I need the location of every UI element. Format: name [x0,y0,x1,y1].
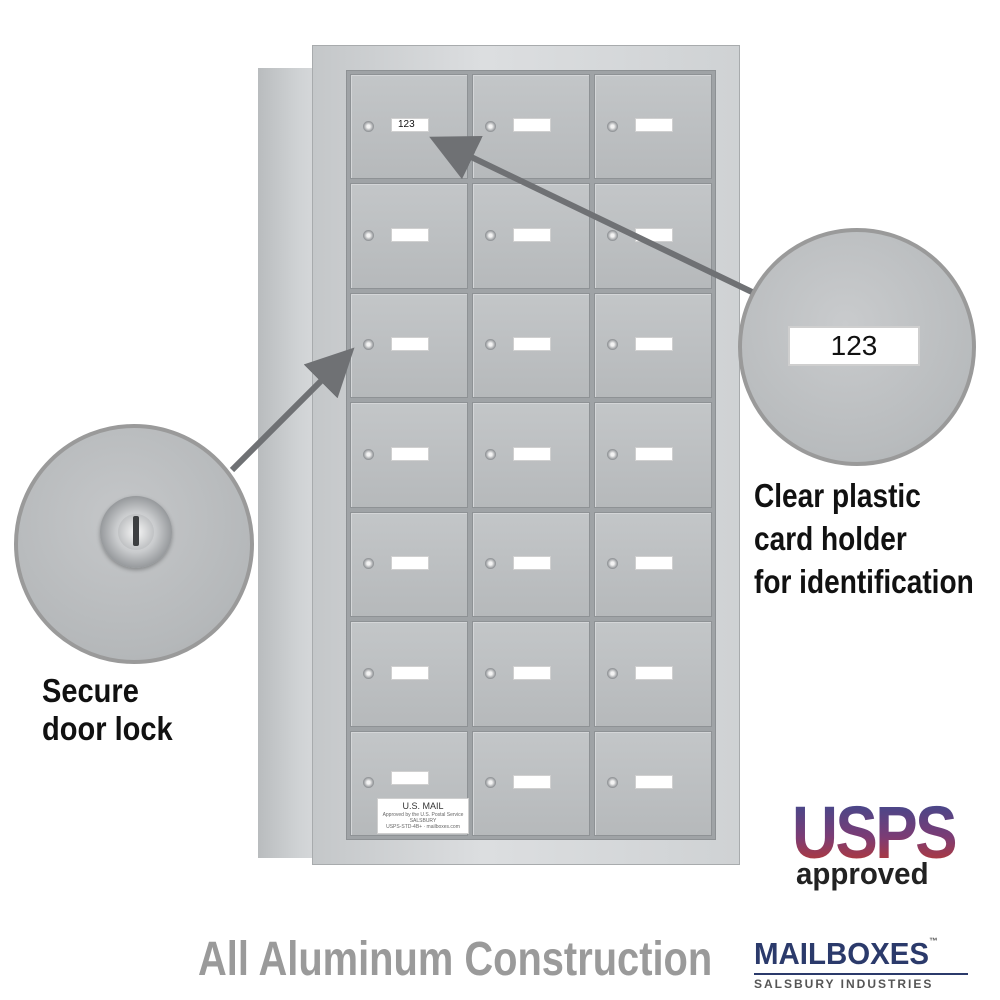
door-lock-icon [607,339,618,351]
door-card-holder [391,337,429,352]
mailbox-door [472,730,590,836]
lock-detail-circle [14,424,254,664]
id-card-holder-large: 123 [788,326,920,366]
door-lock-icon [363,558,374,570]
arrow-to-card [429,135,754,295]
lock-label-line: Secure [42,672,139,709]
brand-rule [754,973,968,975]
card-holder-detail-circle: 123 [738,228,976,466]
door-lock-icon [485,448,496,460]
door-lock-icon [363,448,374,460]
mailboxes-brand-logo: MAILBOXES™ SALSBURY INDUSTRIES [754,936,984,991]
door-lock-icon [485,339,496,351]
plate-title: U.S. MAIL [402,800,444,811]
card-label-line: card holder [754,520,907,557]
door-lock-icon [485,777,496,789]
mailbox-door [350,402,468,508]
mailbox-door [594,74,712,180]
door-card-holder [391,556,429,571]
plate-fine-print: USPS-STD-4B+ · mailboxes.com [386,823,460,830]
door-lock-icon [607,229,618,241]
door-lock-icon [485,558,496,570]
card-label-line: Clear plastic [754,477,921,514]
door-lock-icon [363,667,374,679]
door-lock-icon [363,229,374,241]
door-card-holder [513,118,551,133]
door-card-holder [513,665,551,680]
door-card-holder [635,118,673,133]
door-lock-icon [363,120,374,132]
door-lock-icon [485,229,496,241]
mailbox-door [350,292,468,399]
mailbox-door [472,621,590,727]
door-card-holder [513,227,551,242]
door-lock-icon [607,667,618,679]
mailbox-door [472,183,590,289]
door-card-holder [635,665,673,680]
mailbox-door [594,511,712,618]
mailbox-door [594,730,712,836]
lock-label-line: door lock [42,710,173,747]
door-card-holder [513,556,551,571]
door-card-holder [513,775,551,789]
mailbox-door [472,292,590,399]
door-card-holder [635,775,673,789]
plate-fine-print: Approved by the U.S. Postal Service [382,811,464,818]
lock-callout-label: Secure door lock [42,672,173,748]
door-card-holder: 123 [391,118,429,133]
plate-fine-print: SALSBURY [409,817,437,824]
door-card-holder [635,337,673,352]
door-lock-icon [363,777,374,789]
door-card-holder [513,337,551,352]
door-lock-icon [485,120,496,132]
card-callout-label: Clear plastic card holder for identifica… [754,474,974,603]
door-lock-icon [607,120,618,132]
door-lock-icon [485,667,496,679]
brand-subtitle: SALSBURY INDUSTRIES [754,977,934,991]
door-lock-icon [607,777,618,789]
mailbox-door [350,621,468,727]
door-card-holder [391,227,429,242]
door-lock-icon [607,448,618,460]
brand-name: MAILBOXES™ [754,936,973,972]
door-card-holder [513,446,551,461]
mailbox-door [350,183,468,289]
door-card-holder [391,770,429,785]
construction-tagline: All Aluminum Construction [198,933,713,986]
key-slot [133,516,139,546]
usps-approved-text: approved [796,856,929,891]
card-label-line: for identification [754,563,974,600]
mailbox-door [350,511,468,618]
door-card-holder [391,446,429,461]
lock-icon [100,496,172,568]
brand-trademark: ™ [929,936,938,946]
door-card-holder [635,446,673,461]
mailbox-door [594,621,712,727]
usps-wordmark: USPS [792,791,958,874]
arrow-to-lock [229,347,355,473]
mailbox-door [472,74,590,180]
door-lock-icon [607,558,618,570]
usps-approved-logo: USPS approved [792,796,962,896]
mailbox-door [472,511,590,618]
door-card-holder [391,665,429,680]
door-card-holder [635,556,673,571]
mailbox-door [594,402,712,508]
door-lock-icon [363,339,374,351]
brand-name-text: MAILBOXES [754,936,930,971]
mailbox-door [472,402,590,508]
mailbox-door [594,292,712,399]
